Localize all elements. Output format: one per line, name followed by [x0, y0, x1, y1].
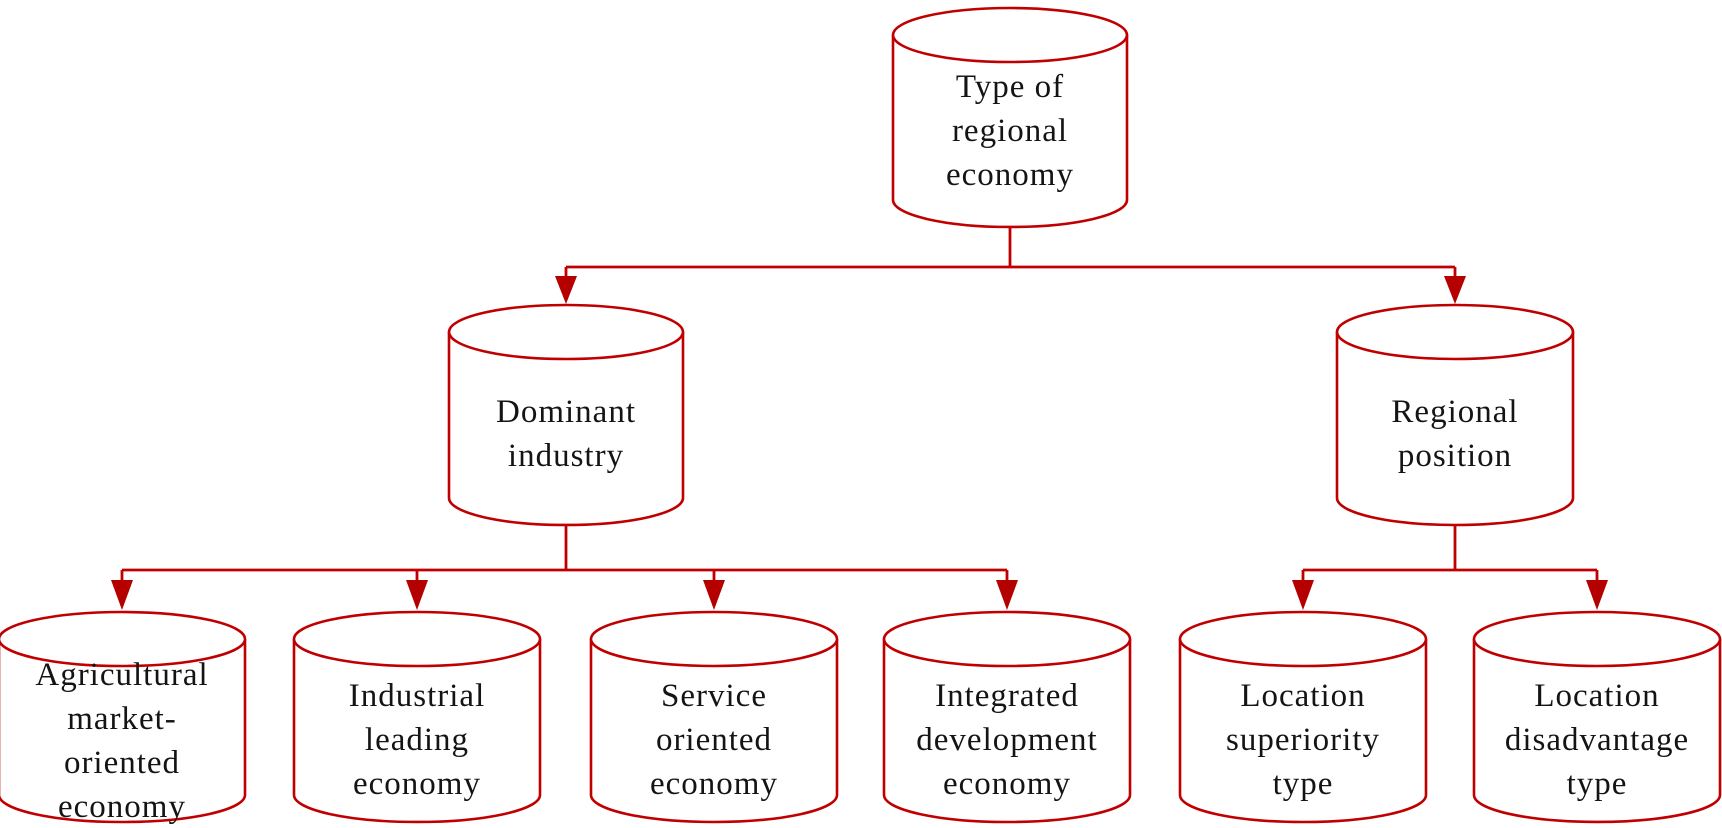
connector-root-to-level2	[555, 227, 1466, 304]
node-location-superiority-cylinder	[1178, 610, 1428, 824]
node-service-cylinder	[589, 610, 839, 824]
connector-dominant-to-leaves	[111, 525, 1018, 610]
node-industrial-cylinder	[292, 610, 542, 824]
node-root-label: Type of regional economy	[946, 69, 1074, 193]
node-regional-position-label: Regional position	[1391, 394, 1519, 474]
node-location-disadvantage-label: Location disadvantage type	[1504, 678, 1690, 802]
arrowhead-integrated	[996, 580, 1018, 610]
node-integrated-label: Integrated development economy	[916, 678, 1098, 802]
node-agricultural-cylinder	[0, 610, 247, 824]
node-dominant-industry-label: Dominant industry	[496, 394, 636, 474]
node-location-superiority-label: Location superiority type	[1226, 678, 1380, 802]
arrowhead-service	[703, 580, 725, 610]
arrowhead-industrial	[406, 580, 428, 610]
node-industrial-label: Industrial leading economy	[348, 678, 486, 802]
arrowhead-location-superiority	[1292, 580, 1314, 610]
arrowhead-dominant-industry	[555, 276, 577, 304]
node-location-disadvantage-cylinder	[1472, 610, 1722, 824]
node-regional-position-cylinder	[1335, 303, 1575, 527]
arrowhead-agricultural	[111, 580, 133, 610]
arrowhead-location-disadvantage	[1586, 580, 1608, 610]
node-agricultural-label: Agricultural market- oriented economy	[35, 657, 209, 825]
arrowhead-regional-position	[1444, 276, 1466, 304]
node-root-cylinder	[891, 6, 1129, 229]
node-dominant-industry-cylinder	[447, 303, 685, 527]
connector-regional-to-leaves	[1292, 525, 1608, 610]
node-integrated-cylinder	[882, 610, 1132, 824]
node-service-label: Service oriented economy	[650, 678, 778, 802]
